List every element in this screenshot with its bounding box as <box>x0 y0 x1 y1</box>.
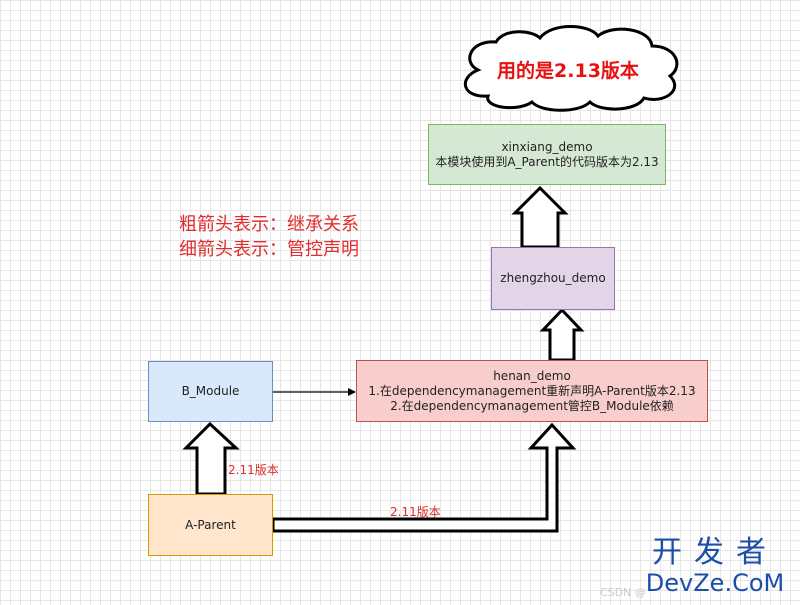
node-a-parent[interactable]: A-Parent <box>148 494 273 556</box>
node-henan-title: henan_demo <box>493 368 571 383</box>
node-b-module[interactable]: B_Module <box>148 361 273 422</box>
brand-en: DevZe.CoM <box>645 569 785 597</box>
node-xinxiang-demo[interactable]: xinxiang_demo 本模块使用到A_Parent的代码版本为2.13 <box>428 124 666 185</box>
brand-logo: 开发者 DevZe.CoM <box>640 535 790 597</box>
legend: 粗箭头表示：继承关系 细箭头表示：管控声明 <box>179 212 359 262</box>
cloud-shape <box>463 25 679 112</box>
inherit-arrow-aparent-to-henan <box>271 422 577 533</box>
node-xinxiang-title: xinxiang_demo <box>501 139 593 154</box>
brand-cn: 开发者 <box>652 535 778 570</box>
node-zhengzhou-title: zhengzhou_demo <box>500 271 606 285</box>
node-henan-desc-2: 2.在dependencymanagement管控B_Module依赖 <box>390 398 674 413</box>
legend-thick-arrow: 粗箭头表示：继承关系 <box>179 214 359 235</box>
inherit-arrow-zhengzhou-to-xinxiang <box>511 185 569 249</box>
cloud-text: 用的是2.13版本 <box>497 60 639 82</box>
legend-thin-arrow: 细箭头表示：管控声明 <box>179 239 359 260</box>
inherit-arrow-henan-to-zhengzhou <box>539 307 585 362</box>
node-henan-desc-1: 1.在dependencymanagement重新声明A-Parent版本2.1… <box>368 383 696 398</box>
node-a-parent-title: A-Parent <box>185 517 236 532</box>
node-zhengzhou-demo[interactable]: zhengzhou_demo <box>491 247 615 310</box>
node-b-module-title: B_Module <box>181 384 240 398</box>
node-xinxiang-desc: 本模块使用到A_Parent的代码版本为2.13 <box>435 154 659 169</box>
watermark: CSDN @ <box>600 586 646 599</box>
inherit-arrow-aparent-to-bmodule <box>182 421 240 496</box>
edge-label-aparent-henan: 2.11版本 <box>390 505 441 519</box>
node-henan-demo[interactable]: henan_demo 1.在dependencymanagement重新声明A-… <box>356 360 708 422</box>
edge-label-aparent-bmodule: 2.11版本 <box>228 463 279 477</box>
